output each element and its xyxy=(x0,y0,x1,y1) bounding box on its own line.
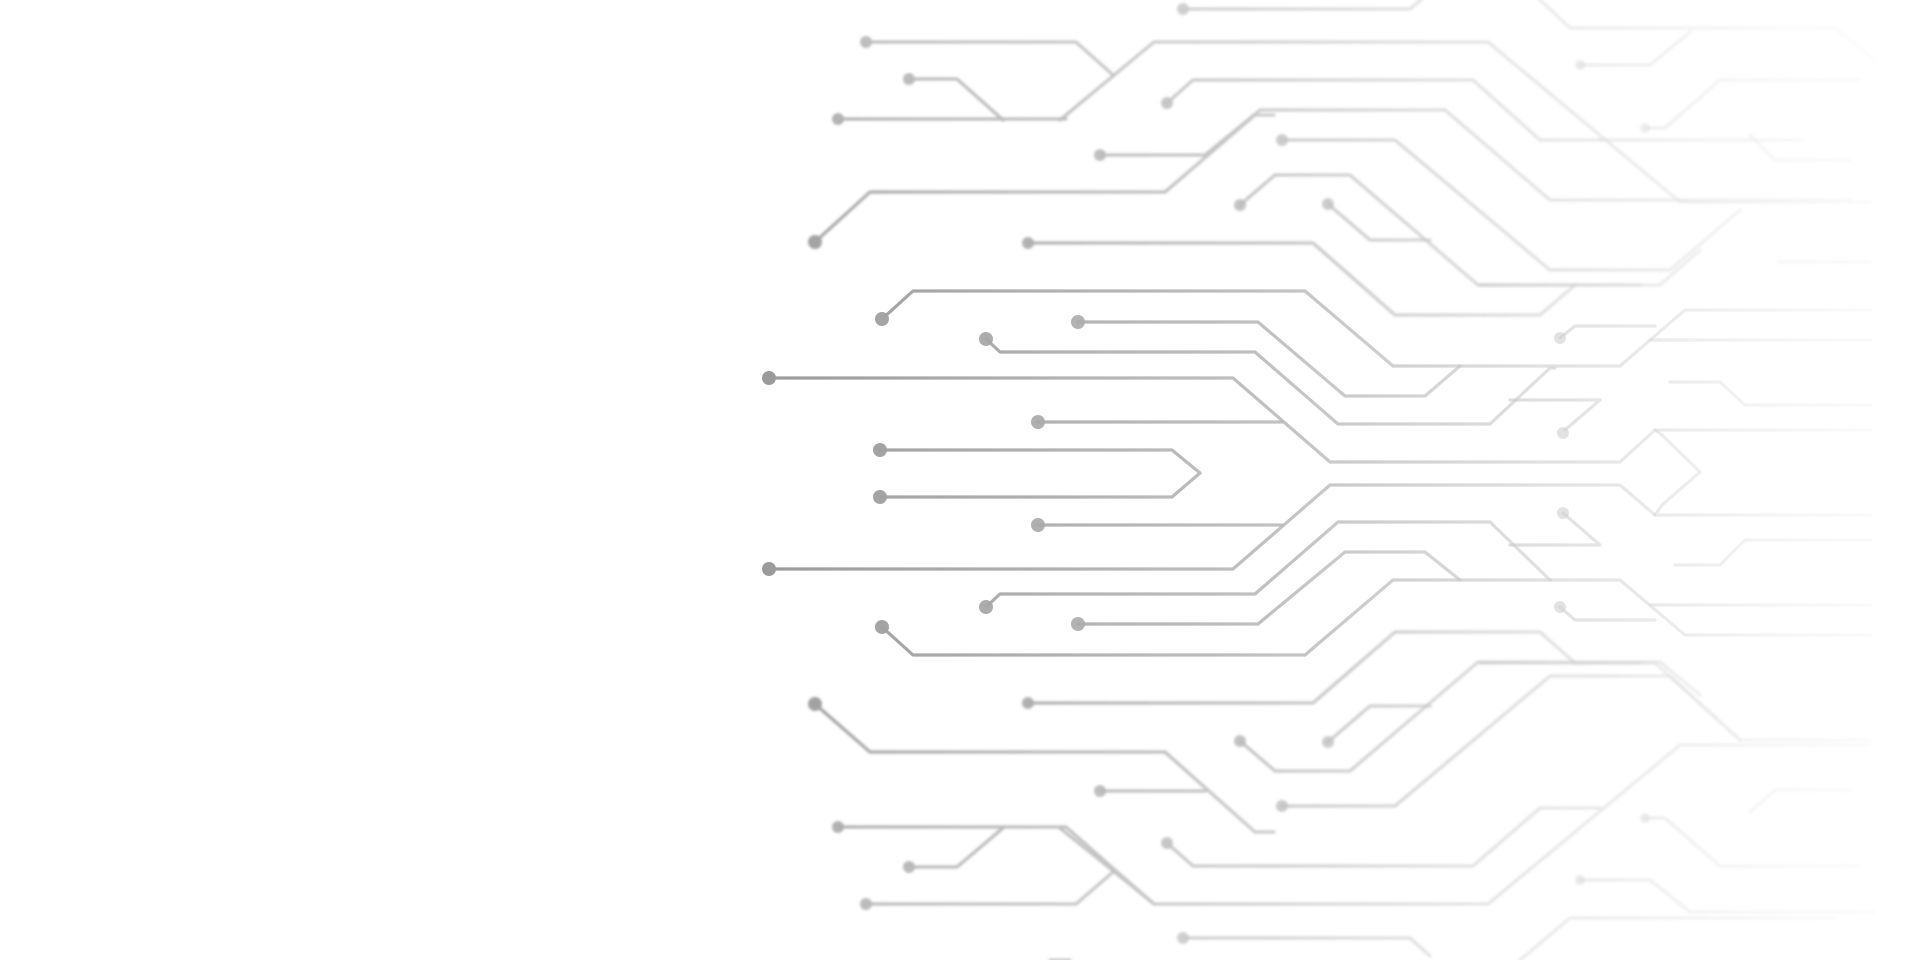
circuit-board-icon xyxy=(0,0,1920,960)
edge-fade-overlay xyxy=(0,0,1920,960)
circuit-background xyxy=(0,0,1920,960)
